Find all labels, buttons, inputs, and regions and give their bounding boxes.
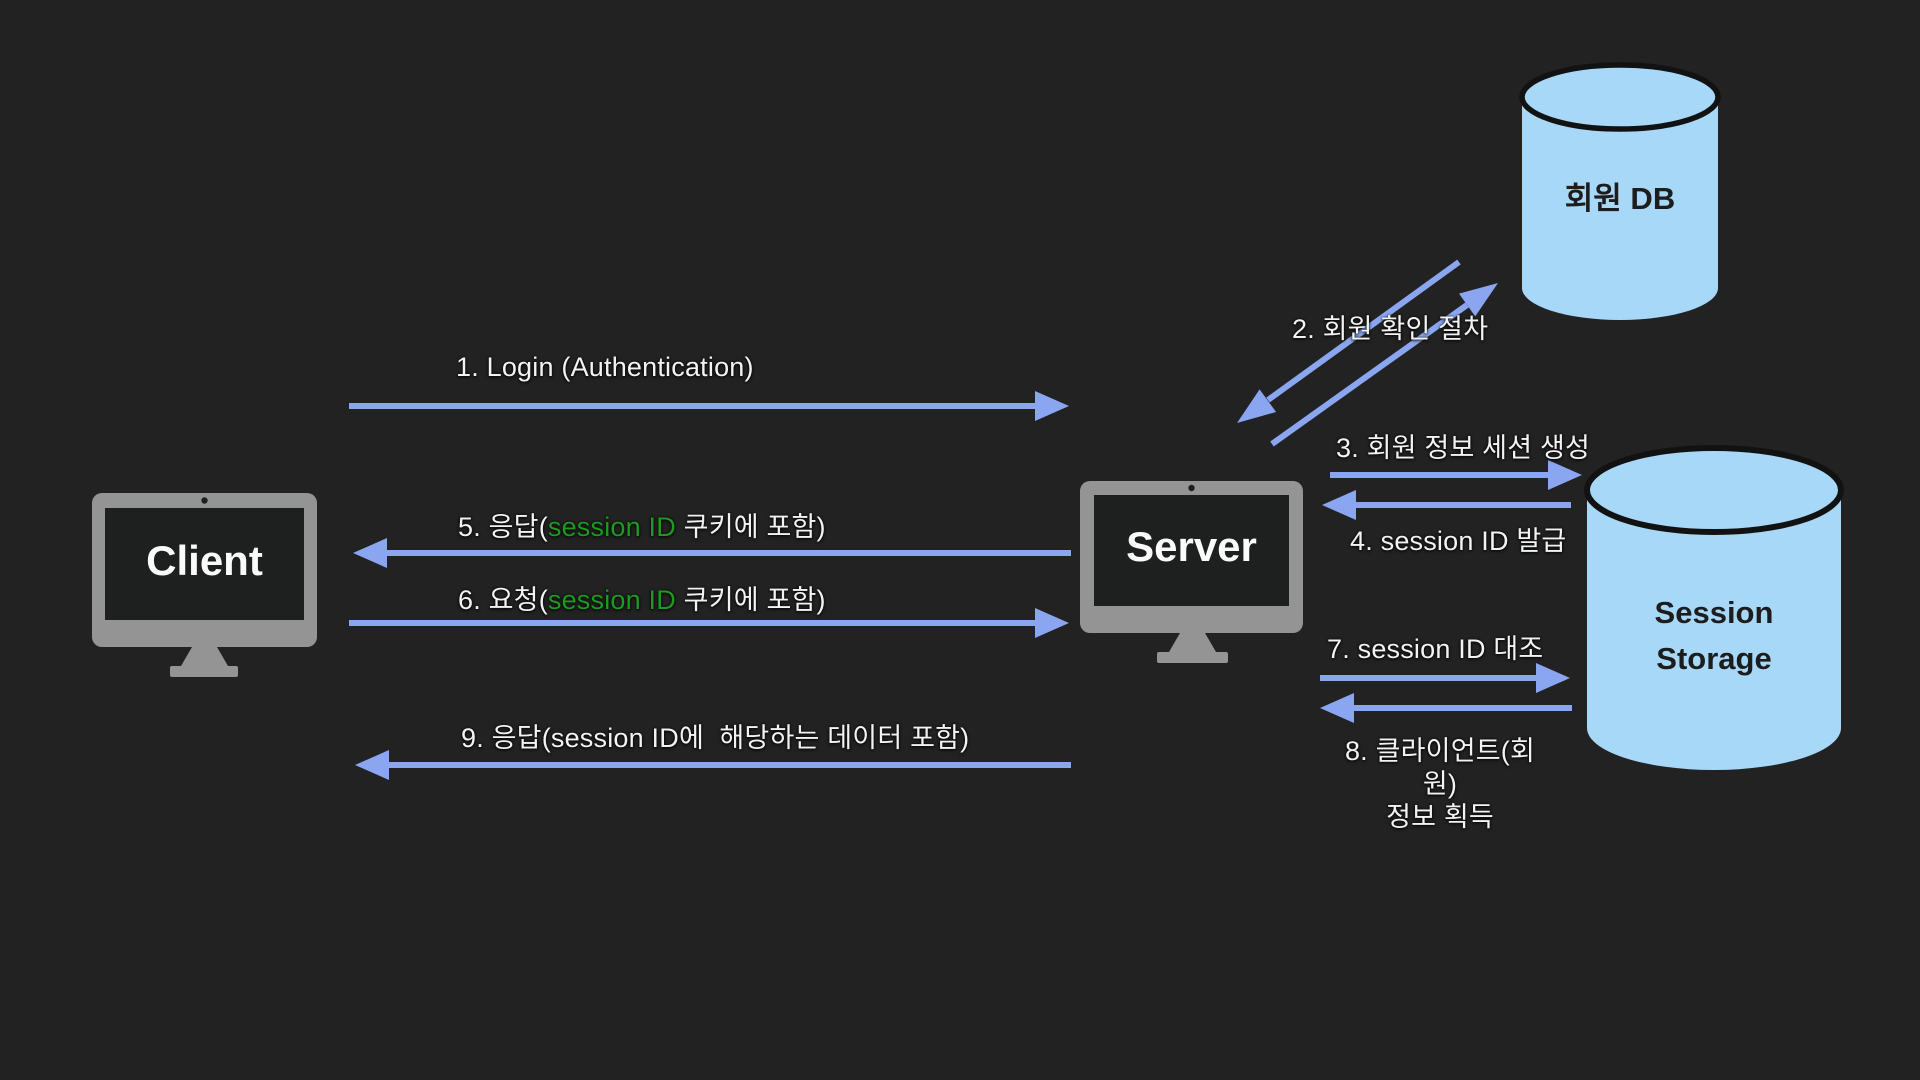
arrow-step3-create-session — [1330, 460, 1582, 490]
session-storage-body — [1587, 490, 1841, 770]
client-monitor-screen — [105, 508, 304, 620]
arrow-step9-final-response — [355, 750, 1071, 780]
client-camera-dot-icon — [201, 497, 208, 504]
step1-label: 1. Login (Authentication) — [456, 352, 754, 382]
arrowhead-right-icon — [1035, 608, 1069, 638]
arrows-group — [349, 259, 1582, 780]
arrowhead-downleft-icon — [1237, 389, 1277, 423]
arrow-step2-db-to-server — [1237, 259, 1461, 423]
step5-suffix: 쿠키에 포함) — [675, 512, 826, 542]
arrowhead-upright-icon — [1459, 283, 1498, 317]
step4-label: 4. session ID 발급 — [1350, 526, 1567, 556]
arrow-step5-response — [353, 538, 1071, 568]
step7-label: 7. session ID 대조 — [1327, 634, 1544, 664]
step2-label: 2. 회원 확인 절차 — [1292, 314, 1489, 344]
session-storage-cylinder-icon — [1584, 445, 1844, 770]
step5-prefix: 5. 응답( — [458, 512, 548, 542]
client-monitor-stand — [181, 647, 228, 666]
arrow-step8-get-client-info — [1320, 693, 1572, 723]
server-node-label: Server — [1126, 523, 1257, 570]
arrowhead-left-icon — [1322, 490, 1356, 520]
step6-session-id-highlight: session ID — [547, 585, 676, 615]
step5-label: 5. 응답(session ID 쿠키에 포함) — [458, 511, 826, 543]
arrowhead-left-icon — [355, 750, 389, 780]
step5-session-id-highlight: session ID — [547, 512, 676, 542]
client-monitor-icon — [92, 493, 317, 677]
step8-label: 8. 클라이언트(회원) 정보 획득 — [1344, 736, 1536, 832]
arrowhead-right-icon — [1536, 663, 1570, 693]
session-storage-node-label: Session Storage — [1654, 595, 1774, 676]
member-db-cylinder-icon — [1519, 62, 1721, 320]
arrow-step2-server-to-db — [1270, 283, 1498, 447]
server-monitor-base — [1157, 652, 1228, 663]
arrow-step6-request — [349, 608, 1069, 638]
step6-suffix: 쿠키에 포함) — [675, 585, 826, 615]
arrowhead-right-icon — [1548, 460, 1582, 490]
arrowhead-left-icon — [1320, 693, 1354, 723]
server-monitor-screen — [1094, 495, 1289, 606]
step9-label: 9. 응답(session ID에 해당하는 데이터 포함) — [461, 723, 970, 753]
member-db-top-ellipse — [1519, 62, 1721, 132]
arrowhead-left-icon — [353, 538, 387, 568]
step6-prefix: 6. 요청( — [458, 585, 548, 615]
server-monitor-icon — [1080, 481, 1303, 663]
arrow-step4-issue-session-id — [1322, 490, 1571, 520]
step3-label: 3. 회원 정보 세션 생성 — [1336, 433, 1591, 463]
client-monitor-base — [170, 666, 238, 677]
step6-label: 6. 요청(session ID 쿠키에 포함) — [458, 584, 826, 616]
arrow-step7-compare-session-id — [1320, 663, 1570, 693]
server-camera-dot-icon — [1188, 484, 1195, 492]
arrow-step1-login — [349, 391, 1069, 421]
client-node-label: Client — [146, 537, 263, 584]
member-db-body — [1522, 97, 1718, 320]
server-monitor-stand — [1169, 633, 1216, 652]
session-storage-top-ellipse — [1584, 445, 1844, 535]
arrowhead-right-icon — [1035, 391, 1069, 421]
member-db-node-label: 회원 DB — [1564, 181, 1676, 216]
